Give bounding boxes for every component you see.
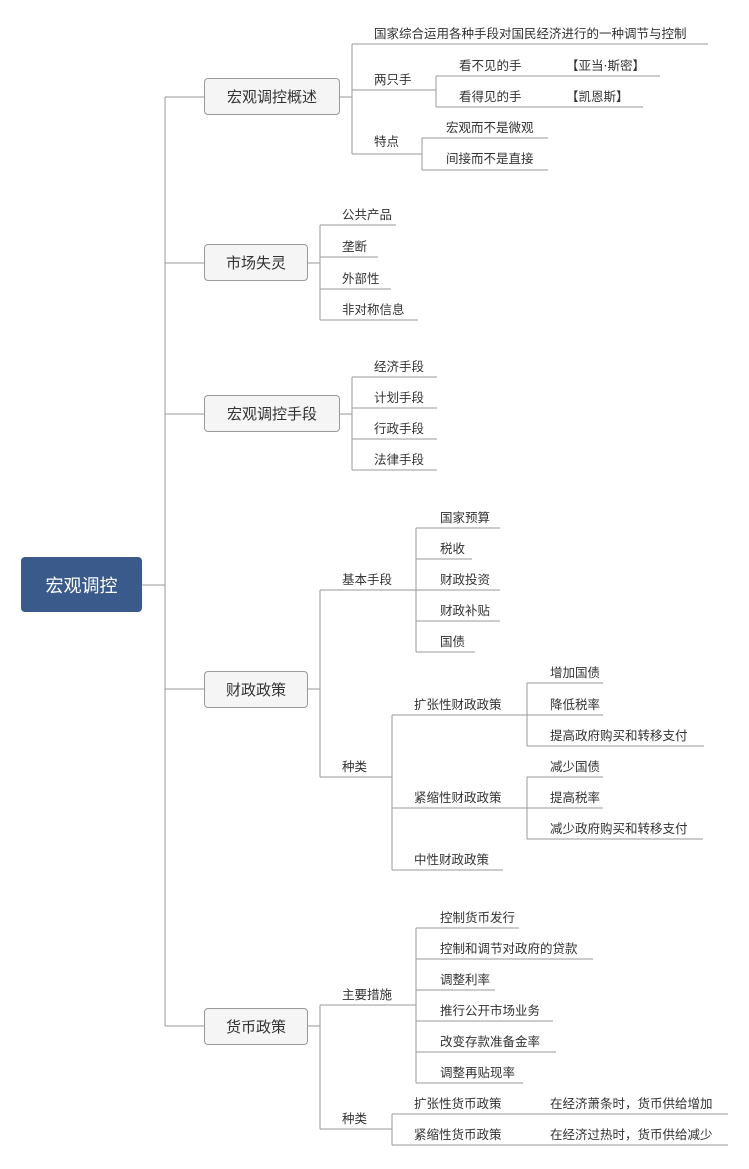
node-fiscal-types[interactable]: 种类 bbox=[342, 759, 368, 774]
node-legal-means[interactable]: 法律手段 bbox=[374, 452, 425, 467]
node-overheat-supply-down[interactable]: 在经济过热时，货币供给减少 bbox=[550, 1127, 713, 1142]
node-basic-means[interactable]: 基本手段 bbox=[342, 572, 393, 587]
node-raise-spending[interactable]: 提高政府购买和转移支付 bbox=[550, 728, 688, 743]
node-rediscount-rate[interactable]: 调整再贴现率 bbox=[440, 1065, 516, 1080]
node-visible-hand[interactable]: 看得见的手 bbox=[459, 89, 522, 104]
node-control-issuance[interactable]: 控制货币发行 bbox=[440, 910, 516, 925]
node-fiscal-investment[interactable]: 财政投资 bbox=[440, 572, 491, 587]
node-expansionary-monetary[interactable]: 扩张性货币政策 bbox=[414, 1096, 502, 1111]
node-indirect-not-direct[interactable]: 间接而不是直接 bbox=[446, 151, 534, 166]
node-monopoly[interactable]: 垄断 bbox=[342, 239, 368, 254]
node-increase-debt[interactable]: 增加国债 bbox=[550, 665, 601, 680]
topic-monetary-policy[interactable]: 货币政策 bbox=[204, 1008, 308, 1045]
node-neutral-fiscal[interactable]: 中性财政政策 bbox=[414, 852, 490, 867]
topic-fiscal-policy[interactable]: 财政政策 bbox=[204, 671, 308, 708]
node-lower-tax[interactable]: 降低税率 bbox=[550, 697, 601, 712]
note-adam-smith: 【亚当·斯密】 bbox=[566, 58, 645, 73]
node-open-market[interactable]: 推行公开市场业务 bbox=[440, 1003, 541, 1018]
node-main-measures[interactable]: 主要措施 bbox=[342, 987, 393, 1002]
node-national-debt[interactable]: 国债 bbox=[440, 634, 466, 649]
node-administrative-means[interactable]: 行政手段 bbox=[374, 421, 425, 436]
node-reduce-debt[interactable]: 减少国债 bbox=[550, 759, 601, 774]
node-public-goods[interactable]: 公共产品 bbox=[342, 207, 393, 222]
topic-macro-means[interactable]: 宏观调控手段 bbox=[204, 395, 340, 432]
node-tax[interactable]: 税收 bbox=[440, 541, 466, 556]
node-expansionary-fiscal[interactable]: 扩张性财政政策 bbox=[414, 697, 502, 712]
root-node[interactable]: 宏观调控 bbox=[21, 557, 142, 612]
node-recession-supply-up[interactable]: 在经济萧条时，货币供给增加 bbox=[550, 1096, 713, 1111]
node-two-hands[interactable]: 两只手 bbox=[374, 72, 412, 87]
node-economic-means[interactable]: 经济手段 bbox=[374, 359, 425, 374]
node-definition[interactable]: 国家综合运用各种手段对国民经济进行的一种调节与控制 bbox=[374, 26, 687, 41]
node-invisible-hand[interactable]: 看不见的手 bbox=[459, 58, 522, 73]
node-adjust-interest[interactable]: 调整利率 bbox=[440, 972, 491, 987]
node-state-budget[interactable]: 国家预算 bbox=[440, 510, 491, 525]
node-cut-spending[interactable]: 减少政府购买和转移支付 bbox=[550, 821, 688, 836]
node-macro-not-micro[interactable]: 宏观而不是微观 bbox=[446, 120, 534, 135]
node-contractionary-fiscal[interactable]: 紧缩性财政政策 bbox=[414, 790, 502, 805]
node-control-govt-loans[interactable]: 控制和调节对政府的贷款 bbox=[440, 941, 578, 956]
node-externality[interactable]: 外部性 bbox=[342, 271, 380, 286]
note-keynes: 【凯恩斯】 bbox=[566, 89, 629, 104]
node-reserve-ratio[interactable]: 改变存款准备金率 bbox=[440, 1034, 541, 1049]
node-contractionary-monetary[interactable]: 紧缩性货币政策 bbox=[414, 1127, 502, 1142]
node-monetary-types[interactable]: 种类 bbox=[342, 1111, 368, 1126]
node-fiscal-subsidy[interactable]: 财政补贴 bbox=[440, 603, 491, 618]
topic-overview[interactable]: 宏观调控概述 bbox=[204, 78, 340, 115]
topic-market-failure[interactable]: 市场失灵 bbox=[204, 244, 308, 281]
node-asymmetric-info[interactable]: 非对称信息 bbox=[342, 302, 405, 317]
node-planning-means[interactable]: 计划手段 bbox=[374, 390, 425, 405]
node-features[interactable]: 特点 bbox=[374, 134, 400, 149]
node-raise-tax[interactable]: 提高税率 bbox=[550, 790, 601, 805]
